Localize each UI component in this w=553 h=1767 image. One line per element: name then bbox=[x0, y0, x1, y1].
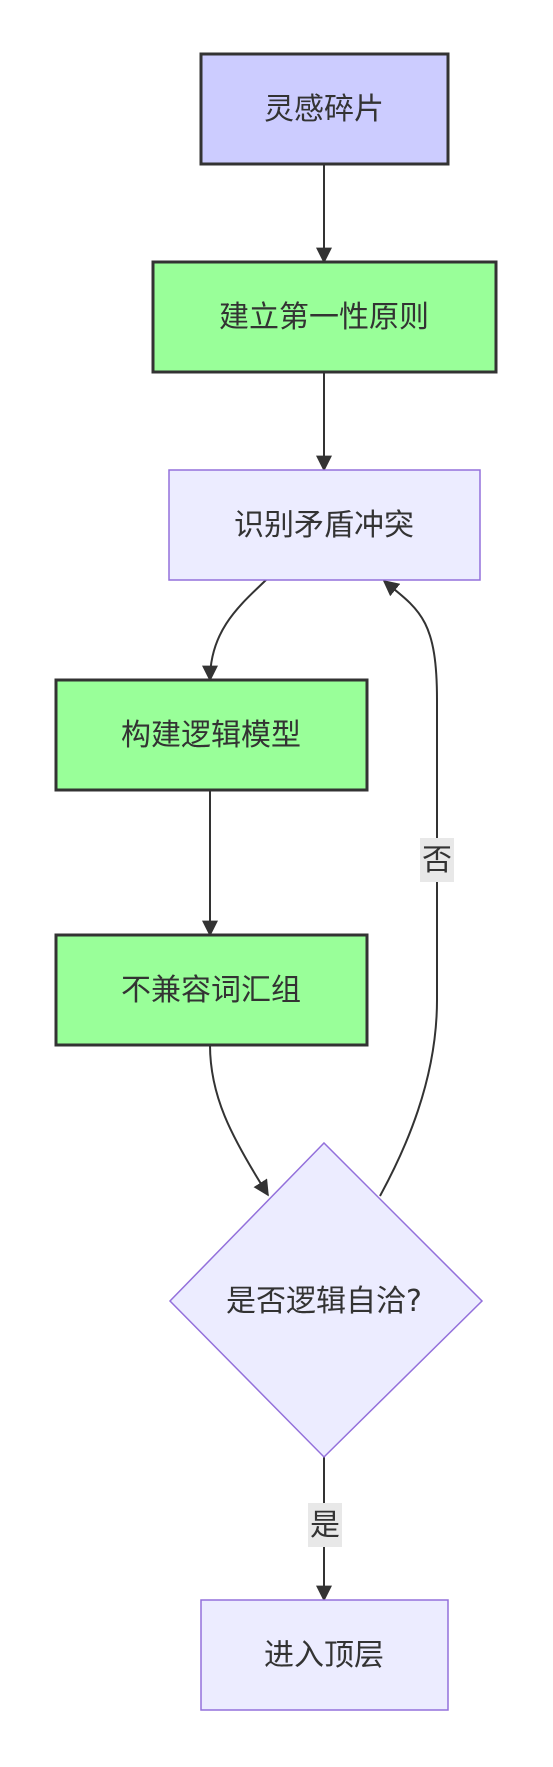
edge-label-no: 否 bbox=[420, 838, 454, 882]
node-label: 不兼容词汇组 bbox=[121, 973, 301, 1008]
decision-logically-consistent: 是否逻辑自洽? bbox=[168, 1141, 484, 1459]
edge-n5-n6 bbox=[209, 1044, 269, 1197]
edge-label-no-text: 否 bbox=[422, 843, 452, 878]
decision-label: 是否逻辑自洽? bbox=[226, 1284, 422, 1319]
edge-n6-n3 bbox=[379, 579, 438, 1197]
node-enter-top-level: 进入顶层 bbox=[200, 1599, 449, 1711]
edge-label-yes-text: 是 bbox=[310, 1508, 340, 1543]
node-first-principles: 建立第一性原则 bbox=[151, 260, 498, 374]
node-label: 进入顶层 bbox=[264, 1638, 384, 1673]
node-incompatible-words: 不兼容词汇组 bbox=[54, 933, 369, 1047]
node-label: 识别矛盾冲突 bbox=[234, 508, 414, 543]
node-inspiration-fragments: 灵感碎片 bbox=[199, 52, 450, 166]
node-label: 灵感碎片 bbox=[264, 92, 384, 127]
edge-n3-n4 bbox=[202, 579, 267, 682]
node-label: 建立第一性原则 bbox=[219, 300, 429, 335]
edges bbox=[202, 164, 438, 1602]
edge-label-yes: 是 bbox=[308, 1503, 342, 1547]
node-logic-model: 构建逻辑模型 bbox=[54, 678, 369, 792]
node-label: 构建逻辑模型 bbox=[121, 718, 301, 753]
node-identify-conflicts: 识别矛盾冲突 bbox=[168, 469, 481, 581]
